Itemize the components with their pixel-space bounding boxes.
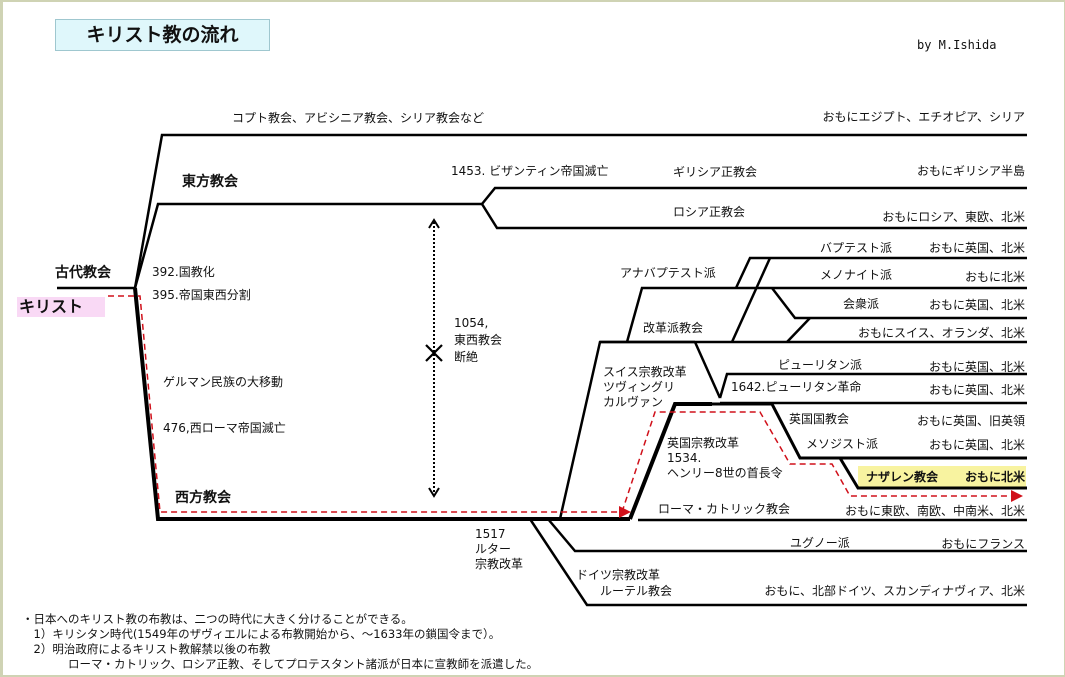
note-line: 2）明治政府によるキリスト教解禁以後の布教 [22,642,271,656]
event-1517-luther: ルター [475,542,512,556]
region-baptist: おもに英国、北米 [928,241,1025,255]
region-roman-catholic: おもに東欧、南欧、中南米、北米 [844,504,1025,518]
event-395: 395.帝国東西分割 [152,288,251,302]
church-baptist: バプテスト派 [820,241,893,255]
church-methodist: メソジスト派 [806,437,879,451]
church-anglican: 英国国教会 [789,412,850,426]
region-mennonite: おもに北米 [964,270,1025,284]
german-reformation-label: ドイツ宗教改革 [576,568,661,582]
author-credit: by M.Ishida [917,38,997,52]
region-huguenot: おもにフランス [941,537,1025,551]
nazarene-highlight [858,466,1026,488]
note-line: 1）キリシタン時代(1549年のザヴィエルによる布教開始から、～1633年の鎖国… [22,627,501,641]
church-lutheran: ルーテル教会 [600,584,673,598]
event-1453: 1453. ビザンティン帝国滅亡 [451,164,609,178]
event-1517-reformation: 宗教改革 [475,557,524,571]
region-greek: おもにギリシア半島 [916,164,1025,178]
note-line: ・日本へのキリスト教の布教は、二つの時代に大きく分けることができる。 [22,612,413,626]
notes-block: ・日本へのキリスト教の布教は、二つの時代に大きく分けることができる。 1）キリシ… [22,612,538,672]
event-1517-year: 1517 [475,527,506,541]
event-476: 476,西ローマ帝国滅亡 [163,421,286,435]
region-reformed: おもにスイス、オランダ、北米 [857,326,1025,340]
church-greek-orthodox: ギリシア正教会 [673,165,758,179]
ancient-church-label: 古代教会 [55,265,111,281]
region-puritan-revolution: おもに英国、北米 [928,383,1025,397]
church-puritan: ピューリタン派 [778,358,863,372]
region-puritan: おもに英国、北米 [928,360,1025,374]
church-congregational: 会衆派 [843,297,880,311]
reformed-church-label: 改革派教会 [643,321,704,335]
event-392: 392.国教化 [152,265,215,279]
region-russian: おもにロシア、東欧、北米 [882,210,1025,224]
swiss-reformation-line3: カルヴァン [603,395,664,409]
church-nazarene: ナザレン教会 [866,470,939,484]
event-1054-year: 1054, [454,316,489,330]
note-line: ローマ・カトリック、ロシア正教、そしてプロテスタント諸派が日本に宣教師を派遣した… [22,657,539,671]
swiss-reformation-line1: スイス宗教改革 [603,365,687,379]
church-roman-catholic: ローマ・カトリック教会 [658,502,791,516]
event-1642: 1642.ピューリタン革命 [731,380,862,394]
coptic-label: コプト教会、アビシニア教会、シリア教会など [232,111,485,125]
region-nazarene: おもに北米 [964,470,1025,484]
western-church-label: 西方教会 [175,490,231,506]
church-russian-orthodox: ロシア正教会 [673,205,746,219]
eastern-church-label: 東方教会 [182,174,238,190]
event-germanic-migration: ゲルマン民族の大移動 [163,375,284,389]
church-huguenot: ユグノー派 [790,536,850,550]
event-1054-line2: 東西教会 [454,333,503,347]
page-title: キリスト教の流れ [55,19,270,51]
region-coptic: おもにエジプト、エチオピア、シリア [822,110,1025,124]
church-mennonite: メノナイト派 [820,268,893,282]
christ-label: キリスト [17,297,105,317]
region-anglican: おもに英国、旧英領 [916,414,1025,428]
region-methodist: おもに英国、北米 [928,438,1025,452]
anabaptist-label: アナバプテスト派 [620,266,716,280]
english-reformation-line1: 英国宗教改革 [667,436,740,450]
english-reformation-line2: 1534. [667,451,702,465]
region-congregational: おもに英国、北米 [928,298,1025,312]
swiss-reformation-line2: ツヴィングリ [603,380,676,394]
event-1054-line3: 断絶 [454,350,479,364]
english-reformation-line3: ヘンリー8世の首長令 [667,466,783,480]
region-lutheran: おもに、北部ドイツ、スカンディナヴィア、北米 [764,584,1025,598]
